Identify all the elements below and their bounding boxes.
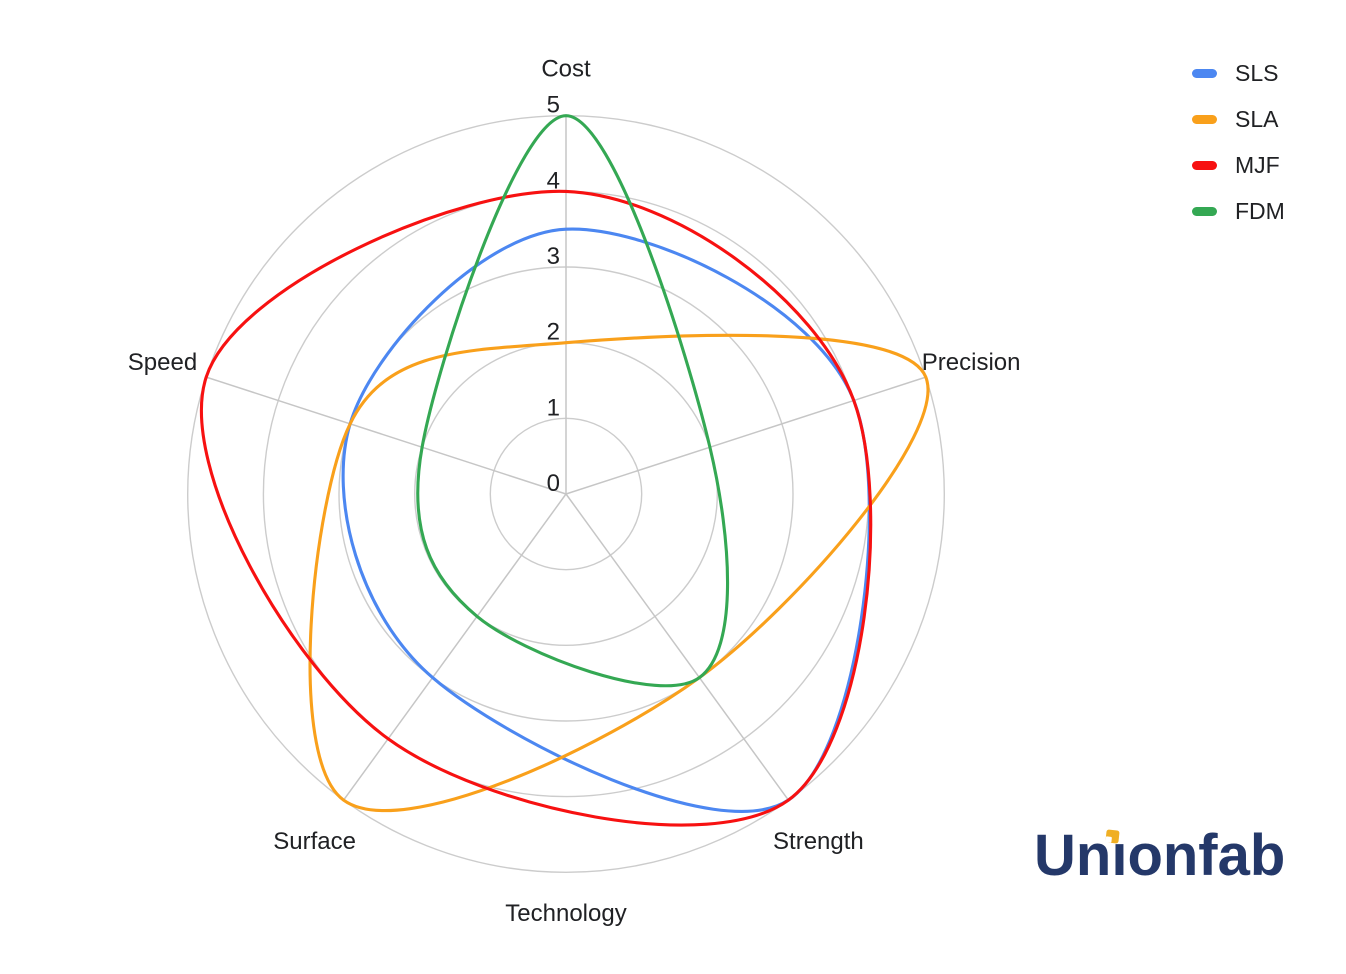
legend-item-sla[interactable]: SLA — [1192, 106, 1285, 132]
tick-label-5: 5 — [547, 92, 560, 119]
tick-labels: 0 1 2 3 4 5 — [547, 92, 560, 497]
grid-spoke-surface — [342, 493, 567, 801]
legend-label-sla: SLA — [1235, 105, 1279, 132]
legend-swatch-mjf — [1192, 160, 1217, 170]
tick-label-3: 3 — [547, 243, 560, 270]
legend-swatch-sla — [1192, 114, 1217, 124]
legend-item-fdm[interactable]: FDM — [1192, 198, 1285, 224]
axis-label-surface: Surface — [273, 828, 356, 855]
legend-item-sls[interactable]: SLS — [1192, 60, 1285, 86]
grid-spokes — [205, 115, 927, 801]
axis-label-precision: Precision — [922, 349, 1021, 376]
legend-swatch-sls — [1192, 68, 1217, 78]
legend: SLS SLA MJF FDM — [1192, 60, 1285, 224]
series-line-sla — [308, 333, 930, 813]
axis-label-strength: Strength — [773, 828, 864, 855]
tick-label-0: 0 — [547, 470, 560, 497]
series-line-mjf — [200, 189, 873, 827]
tick-label-1: 1 — [547, 394, 560, 421]
series-line-fdm — [416, 114, 730, 688]
grid-spoke-precision — [565, 376, 927, 495]
legend-swatch-fdm — [1192, 206, 1217, 216]
series-line-sls — [341, 227, 871, 813]
legend-label-sls: SLS — [1235, 59, 1279, 86]
axis-label-speed: Speed — [128, 349, 197, 376]
tick-label-4: 4 — [547, 167, 560, 194]
grid-spoke-strength — [565, 493, 790, 801]
unionfab-logo: Unıonfab — [1034, 824, 1285, 888]
axis-label-cost: Cost — [541, 56, 591, 83]
legend-item-mjf[interactable]: MJF — [1192, 152, 1285, 178]
logo-i-dot-icon — [1105, 829, 1120, 844]
legend-label-fdm: FDM — [1235, 197, 1285, 224]
tick-label-2: 2 — [547, 319, 560, 346]
chart-caption: Technology — [505, 900, 626, 927]
logo-text-left: Un — [1034, 823, 1112, 888]
legend-label-mjf: MJF — [1235, 151, 1280, 178]
logo-text-right: onfab — [1127, 823, 1286, 888]
series-lines — [200, 114, 930, 827]
grid-spoke-speed — [205, 376, 567, 495]
